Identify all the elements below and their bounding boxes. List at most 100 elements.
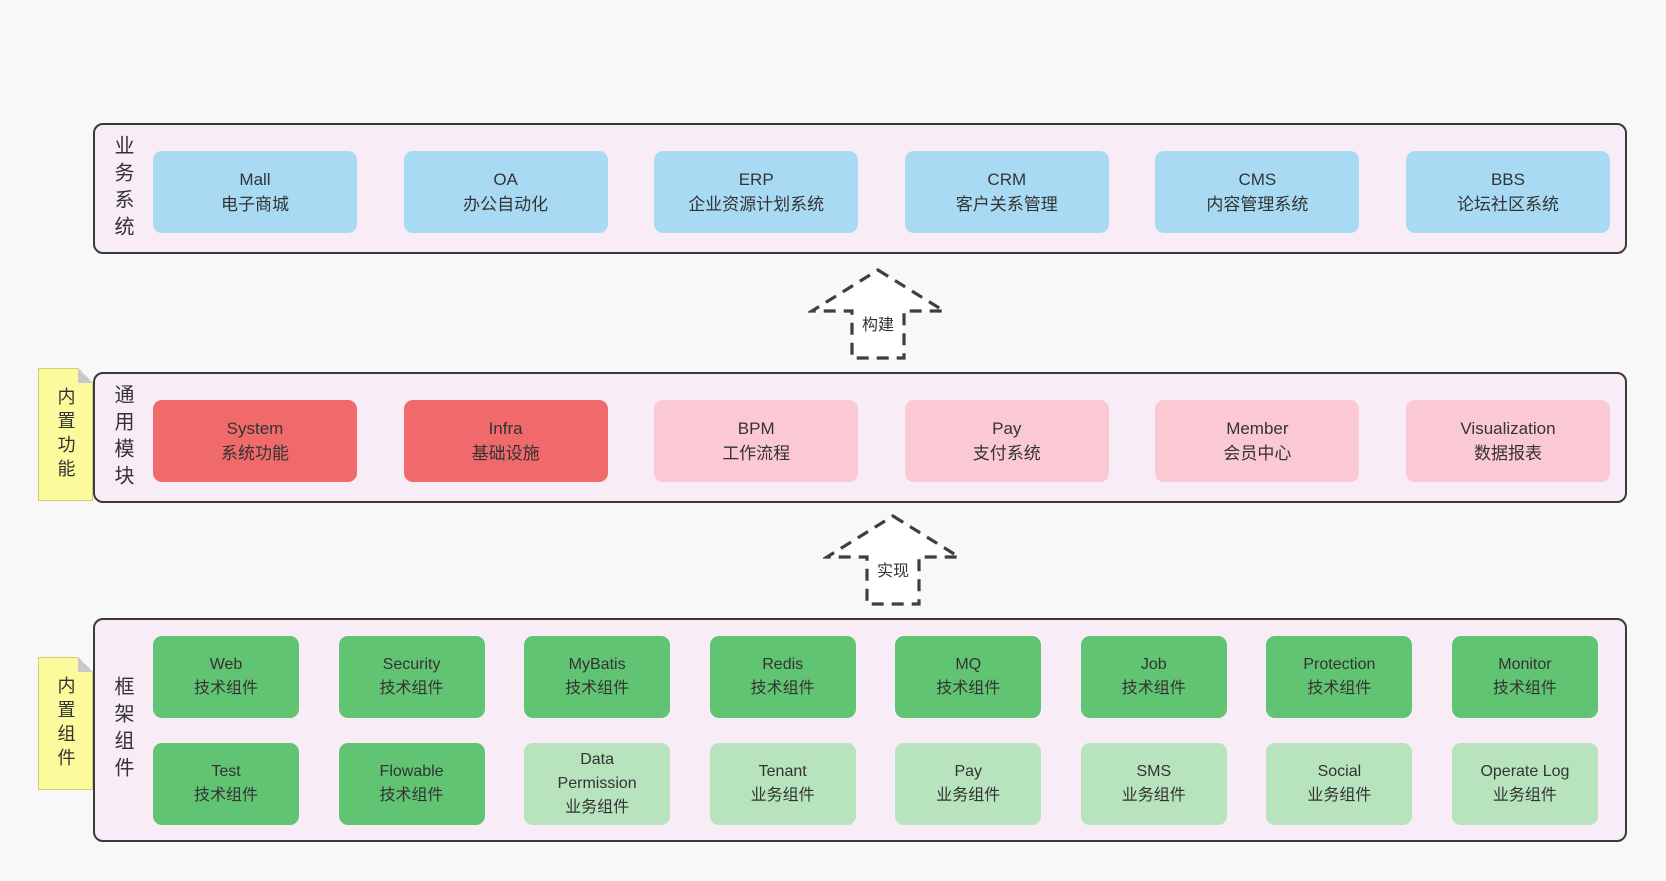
box-monitor-name: Monitor xyxy=(1498,656,1552,673)
box-mq-desc: 技术组件 xyxy=(936,680,1001,697)
box-tenant-name: Tenant xyxy=(758,763,807,780)
box-sms: SMS 业务组件 xyxy=(1080,743,1227,825)
box-protection-desc: 技术组件 xyxy=(1307,680,1372,697)
implement-arrow-icon: 实现 xyxy=(823,514,963,606)
box-job-desc: 技术组件 xyxy=(1121,680,1186,697)
box-erp-desc: 企业资源计划系统 xyxy=(688,195,825,214)
box-tenant: Tenant 业务组件 xyxy=(709,743,856,825)
box-system-desc: 系统功能 xyxy=(221,444,289,463)
build-arrow-icon: 构建 xyxy=(808,268,948,360)
box-member: Member 会员中心 xyxy=(1155,400,1360,482)
box-cms-desc: 内容管理系统 xyxy=(1206,195,1309,214)
box-flowable: Flowable 技术组件 xyxy=(338,743,485,825)
box-oa-name: OA xyxy=(493,170,518,189)
box-pay-name: Pay xyxy=(992,419,1022,438)
box-web: Web 技术组件 xyxy=(153,636,299,718)
box-web-name: Web xyxy=(209,656,243,673)
box-crm-desc: 客户关系管理 xyxy=(955,195,1058,214)
box-visualization: Visualization 数据报表 xyxy=(1405,400,1610,482)
box-system: System 系统功能 xyxy=(153,400,357,482)
box-operate-log-name: Operate Log xyxy=(1480,763,1570,780)
layer-business-systems: 业务系统 Mall 电子商城 OA 办公自动化 ERP 企业资源计划系统 CRM… xyxy=(93,123,1627,254)
box-bbs: BBS 论坛社区系统 xyxy=(1405,151,1610,233)
box-data-permission-desc: 业务组件 xyxy=(565,799,630,816)
box-sms-desc: 业务组件 xyxy=(1121,787,1186,804)
box-bpm: BPM 工作流程 xyxy=(654,400,859,482)
box-infra: Infra 基础设施 xyxy=(403,400,608,482)
box-social-name: Social xyxy=(1317,763,1362,780)
box-bpm-name: BPM xyxy=(737,419,775,438)
box-pay-biz-name: Pay xyxy=(954,763,983,780)
build-arrow-label: 构建 xyxy=(862,316,894,334)
box-erp: ERP 企业资源计划系统 xyxy=(654,151,859,233)
box-pay-biz: Pay 业务组件 xyxy=(895,743,1042,825)
layer-framework-label: 框架组件 xyxy=(111,676,133,784)
box-job-name: Job xyxy=(1140,656,1167,673)
layer-business-label: 业务系统 xyxy=(111,134,133,243)
box-member-desc: 会员中心 xyxy=(1223,444,1292,463)
box-tenant-desc: 业务组件 xyxy=(750,787,815,804)
box-mybatis-name: MyBatis xyxy=(568,656,626,673)
box-oa: OA 办公自动化 xyxy=(403,151,608,233)
box-protection-name: Protection xyxy=(1303,656,1376,673)
box-sms-name: SMS xyxy=(1136,763,1172,780)
box-visualization-desc: 数据报表 xyxy=(1473,444,1542,463)
tag-built-in-features: 内置功能 xyxy=(38,368,93,501)
box-security: Security 技术组件 xyxy=(338,636,485,718)
box-mall-name: Mall xyxy=(239,170,271,189)
box-bbs-name: BBS xyxy=(1490,170,1525,189)
framework-row-technical: Web 技术组件 Security 技术组件 MyBatis 技术组件 Redi… xyxy=(153,636,1598,718)
box-job: Job 技术组件 xyxy=(1080,636,1227,718)
box-web-desc: 技术组件 xyxy=(193,680,258,697)
box-erp-name: ERP xyxy=(738,170,774,189)
box-redis-desc: 技术组件 xyxy=(750,680,815,697)
box-protection: Protection 技术组件 xyxy=(1266,636,1413,718)
box-monitor: Monitor 技术组件 xyxy=(1451,636,1598,718)
framework-row-business: Test 技术组件 Flowable 技术组件 Data Permission … xyxy=(153,743,1598,825)
box-infra-desc: 基础设施 xyxy=(471,444,540,463)
box-operate-log-desc: 业务组件 xyxy=(1492,787,1557,804)
box-test-name: Test xyxy=(211,763,241,780)
box-social: Social 业务组件 xyxy=(1266,743,1413,825)
box-crm: CRM 客户关系管理 xyxy=(904,151,1109,233)
box-pay-biz-desc: 业务组件 xyxy=(936,787,1001,804)
layer-common-modules: 通用模块 System 系统功能 Infra 基础设施 BPM 工作流程 Pay… xyxy=(93,372,1627,503)
business-boxes-row: Mall 电子商城 OA 办公自动化 ERP 企业资源计划系统 CRM 客户关系… xyxy=(153,151,1610,233)
box-cms: CMS 内容管理系统 xyxy=(1155,151,1360,233)
box-mybatis-desc: 技术组件 xyxy=(565,680,630,697)
box-bbs-desc: 论坛社区系统 xyxy=(1456,195,1559,214)
box-mall-desc: 电子商城 xyxy=(221,195,289,214)
box-data-permission-name: Data Permission xyxy=(557,751,637,792)
box-test-desc: 技术组件 xyxy=(193,787,258,804)
box-cms-name: CMS xyxy=(1238,170,1277,189)
box-redis-name: Redis xyxy=(762,656,804,673)
box-visualization-name: Visualization xyxy=(1460,419,1556,438)
box-pay: Pay 支付系统 xyxy=(904,400,1109,482)
box-mybatis: MyBatis 技术组件 xyxy=(524,636,671,718)
box-pay-desc: 支付系统 xyxy=(972,444,1041,463)
box-operate-log: Operate Log 业务组件 xyxy=(1451,743,1598,825)
box-redis: Redis 技术组件 xyxy=(709,636,856,718)
box-social-desc: 业务组件 xyxy=(1307,787,1372,804)
box-system-name: System xyxy=(226,419,284,438)
box-security-name: Security xyxy=(382,656,441,673)
box-data-permission: Data Permission 业务组件 xyxy=(524,743,671,825)
box-mq-name: MQ xyxy=(955,656,982,673)
box-security-desc: 技术组件 xyxy=(379,680,444,697)
box-mq: MQ 技术组件 xyxy=(895,636,1042,718)
box-crm-name: CRM xyxy=(987,170,1027,189)
box-mall: Mall 电子商城 xyxy=(153,151,357,233)
modules-boxes-row: System 系统功能 Infra 基础设施 BPM 工作流程 Pay 支付系统… xyxy=(153,400,1610,482)
box-flowable-desc: 技术组件 xyxy=(379,787,444,804)
layer-framework-components: 框架组件 Web 技术组件 Security 技术组件 MyBatis 技术组件… xyxy=(93,618,1627,842)
implement-arrow-label: 实现 xyxy=(877,562,909,580)
box-test: Test 技术组件 xyxy=(153,743,299,825)
tag-built-in-components: 内置组件 xyxy=(38,657,93,790)
box-bpm-desc: 工作流程 xyxy=(722,444,791,463)
layer-modules-label: 通用模块 xyxy=(111,383,133,492)
box-oa-desc: 办公自动化 xyxy=(463,195,549,214)
box-member-name: Member xyxy=(1226,419,1289,438)
box-monitor-desc: 技术组件 xyxy=(1492,680,1557,697)
box-flowable-name: Flowable xyxy=(379,763,444,780)
